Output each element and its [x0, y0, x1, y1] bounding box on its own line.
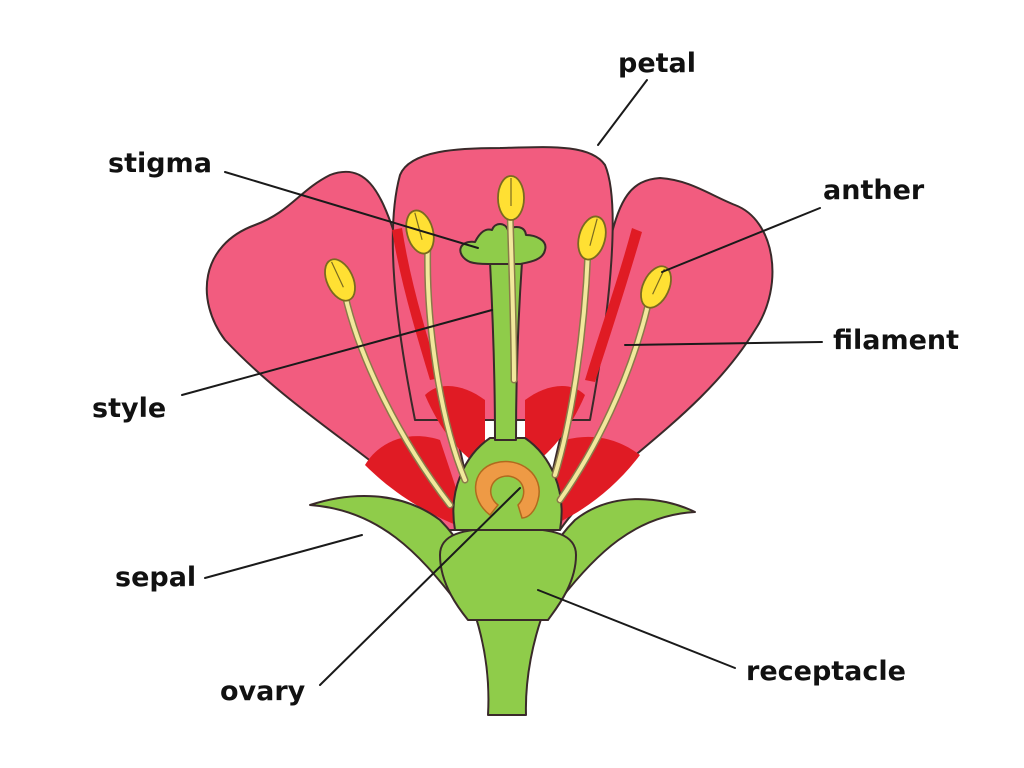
stigma-shape: [459, 223, 547, 265]
petal-inner-right: [540, 436, 640, 530]
label-style: style: [92, 393, 166, 424]
label-filament: filament: [833, 325, 959, 356]
labels: petal stigma anther filament style sepal…: [92, 48, 959, 707]
label-receptacle: receptacle: [746, 656, 906, 687]
leader-style: [181, 309, 493, 396]
petal-inner-stripe-right: [585, 228, 642, 382]
petal-inner-left: [365, 436, 470, 530]
filaments: [341, 206, 652, 509]
petal-inner-stripe: [392, 228, 440, 380]
leader-stigma: [224, 171, 479, 249]
label-sepal: sepal: [115, 562, 196, 593]
leader-sepal: [204, 534, 363, 579]
leader-receptacle: [537, 589, 736, 669]
leader-anther: [661, 207, 821, 273]
receptacle-shape: [439, 527, 577, 621]
ovule: [474, 460, 540, 519]
label-anther: anther: [823, 175, 925, 206]
leader-petal: [597, 79, 648, 146]
anthers: [324, 175, 672, 309]
leader-ovary: [319, 487, 521, 686]
leader-lines: [181, 79, 823, 686]
label-ovary: ovary: [220, 676, 306, 707]
label-petal: petal: [618, 48, 696, 79]
leader-filament: [624, 341, 823, 346]
label-stigma: stigma: [108, 148, 212, 179]
